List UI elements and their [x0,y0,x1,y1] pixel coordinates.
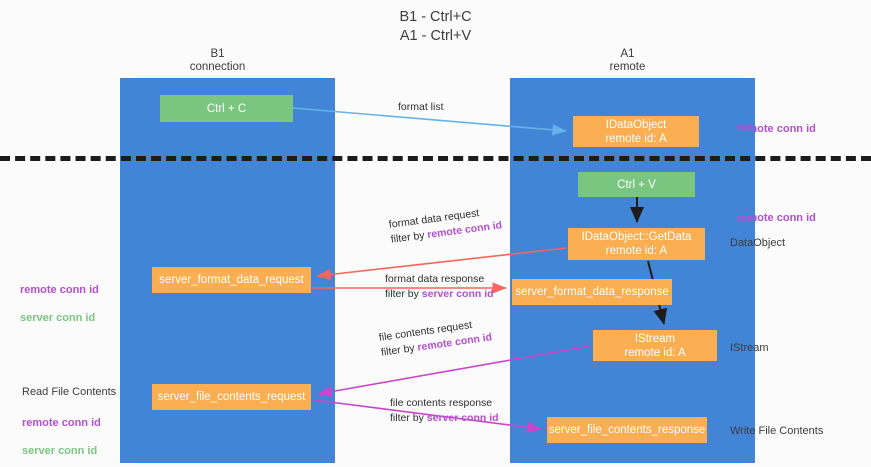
label-write-file-contents: Write File Contents [730,425,824,437]
edge-label-file-contents-response-text: file contents response [390,397,493,409]
edge-label-format-list: format list [398,101,444,113]
column-header-b1: B1 connection [189,48,246,73]
filter-prefix: filter by [390,412,427,424]
label-server-conn-id-left-bottom: server conn id [22,445,98,457]
node-ctrl-c[interactable]: Ctrl + C [160,95,293,122]
node-server-format-data-request[interactable]: server_format_data_request [152,267,311,293]
node-server-format-data-response[interactable]: server_format_data_response [512,279,672,305]
label-read-file-contents: Read File Contents [22,386,117,398]
label-dataobject: DataObject [730,237,786,249]
node-istream[interactable]: IStream remote id: A [593,330,717,361]
node-idataobject[interactable]: IDataObject remote id: A [573,116,699,147]
filter-prefix: filter by [390,229,429,246]
edge-label-format-data-response: format data response filter by server co… [385,272,494,302]
filter-prefix: filter by [385,288,422,300]
filter-prefix: filter by [380,341,419,359]
edge-label-file-contents-response: file contents response filter by server … [390,396,499,426]
node-ctrl-v[interactable]: Ctrl + V [578,172,695,197]
column-header-a1: A1 remote [609,48,646,73]
edge-label-file-contents-request: file contents request filter by remote c… [378,315,493,360]
filter-value-server-conn-id: server conn id [426,412,499,424]
edge-label-file-contents-response-filter: filter by server conn id [390,411,499,426]
label-left-conn-ids-bottom: remote conn id server conn id [22,402,101,458]
label-istream: IStream [730,342,769,354]
label-left-conn-ids-mid: remote conn id server conn id [20,269,99,325]
label-remote-conn-id-top: remote conn id [737,123,816,135]
filter-value-server-conn-id: server conn id [421,288,494,300]
node-server-file-contents-request[interactable]: server_file_contents_request [152,384,311,410]
edge-label-format-data-request: format data request filter by remote con… [388,203,503,247]
node-server-file-contents-response[interactable]: server_file_contents_response [547,417,707,443]
node-idataobject-getdata[interactable]: IDataObject::GetData remote id: A [568,228,705,260]
section-divider [0,156,871,161]
label-server-conn-id-left: server conn id [20,312,96,324]
label-remote-conn-id-mid: remote conn id [737,212,816,224]
edge-label-format-data-response-text: format data response [385,273,485,285]
edge-label-format-data-response-filter: filter by server conn id [385,287,494,302]
label-remote-conn-id-left-bottom: remote conn id [22,417,101,429]
diagram-title: B1 - Ctrl+C A1 - Ctrl+V [399,9,472,44]
label-remote-conn-id-left: remote conn id [20,284,99,296]
